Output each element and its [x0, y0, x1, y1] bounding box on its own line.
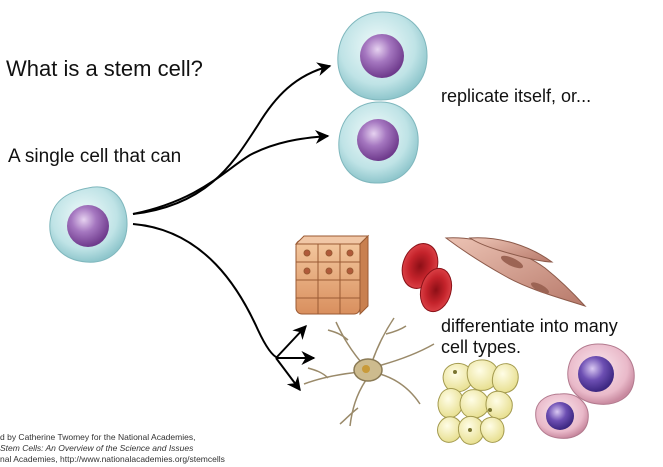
differentiate-label-line1: differentiate into many: [441, 316, 618, 336]
credit-text: d by Catherine Twomey for the National A…: [0, 432, 225, 465]
fat-cells: [437, 359, 519, 445]
muscle-cells: [444, 237, 587, 308]
arrows: [132, 62, 332, 392]
intro-text: A single cell that can: [8, 146, 182, 167]
question-text: What is a stem cell?: [6, 56, 203, 81]
replicate-label: replicate itself, or...: [441, 86, 592, 106]
differentiate-label-line2: cell types.: [441, 337, 522, 357]
white-blood-cells: [535, 343, 635, 439]
credit-line3: nal Academies, http://www.nationalacadem…: [0, 454, 225, 464]
arrow-to-replica-bottom: [132, 129, 330, 215]
replicated-cell-bottom-nucleus: [357, 119, 399, 161]
red-blood-cells: [401, 243, 453, 313]
credit-line2-italic: Stem Cells: An Overview of the Science a…: [0, 443, 194, 453]
credit-line2: Stem Cells: An Overview of the Science a…: [0, 443, 225, 454]
replicated-cell-bottom: [338, 101, 419, 184]
stem-cell: [49, 186, 128, 263]
epithelial-cells: [294, 234, 370, 316]
replicated-cell-top: [337, 11, 428, 101]
neuron: [303, 317, 435, 427]
credit-line1: d by Catherine Twomey for the National A…: [0, 432, 196, 442]
arrow-to-epithelial: [275, 324, 307, 359]
replicated-cell-top-nucleus: [360, 34, 404, 78]
stem-cell-nucleus: [67, 205, 109, 247]
arrow-to-differentiated: [132, 223, 279, 359]
arrow-to-replica-top: [132, 62, 332, 215]
arrow-to-lower: [275, 357, 301, 392]
differentiate-label: differentiate into many cell types.: [441, 316, 661, 358]
